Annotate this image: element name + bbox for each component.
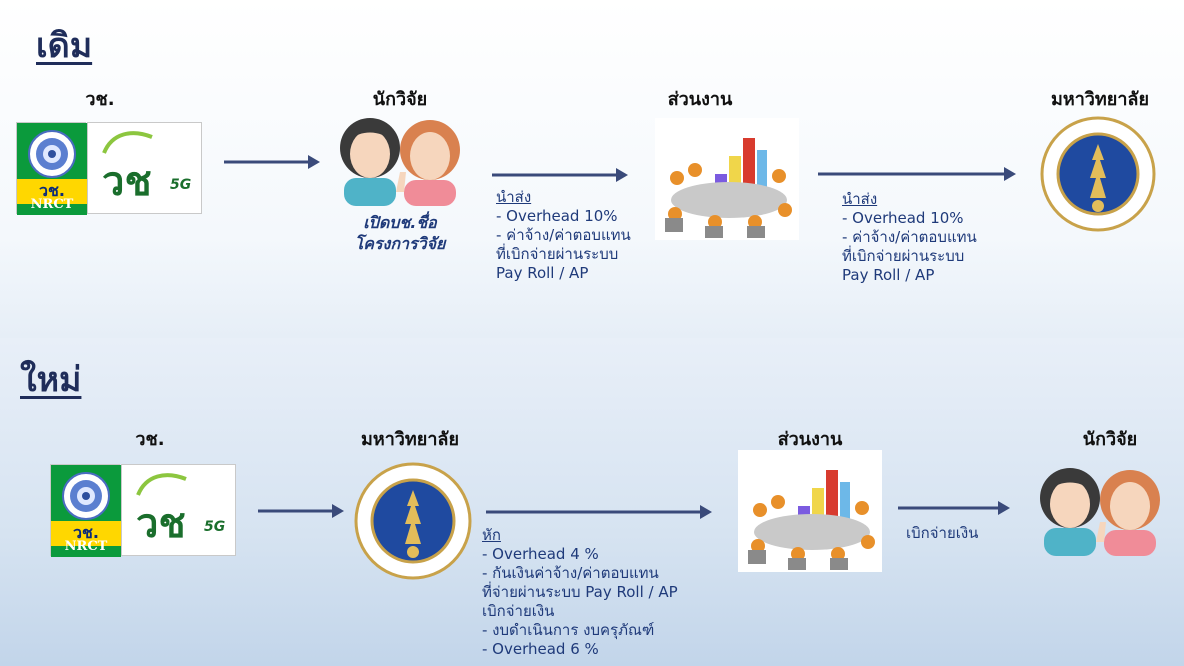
- old-flow2-line: - Overhead 10%: [842, 209, 964, 227]
- old-arrow-department-to-university: [818, 167, 1016, 181]
- new-section-title: ใหม่: [20, 360, 82, 400]
- wor-chor-text: วช: [136, 500, 186, 547]
- new-deduct-line: - กันเงินค่าจ้าง/ค่าตอบแทน: [482, 564, 659, 582]
- new-deduct-line: - Overhead 4 %: [482, 545, 599, 563]
- five-g-text: 5G: [204, 519, 226, 535]
- old-researchers-icon: [340, 118, 460, 206]
- five-g-text: 5G: [170, 177, 192, 193]
- old-university-label: มหาวิทยาลัย: [1050, 89, 1150, 110]
- new-researcher-label: นักวิจัย: [1082, 429, 1138, 450]
- old-flow2-head: นำส่ง: [842, 190, 878, 208]
- old-arrow-nrct-to-researcher: [224, 155, 320, 169]
- old-flow1-line: ที่เบิกจ่ายผ่านระบบ: [496, 245, 619, 263]
- new-deduct-note: หัก - Overhead 4 % - กันเงินค่าจ้าง/ค่าต…: [482, 526, 678, 659]
- new-arrow-department-to-researcher: [898, 501, 1010, 515]
- new-arrow-university-to-department: [486, 505, 712, 519]
- nrct-emblem-icon: [62, 472, 110, 520]
- old-flow2-note: นำส่ง - Overhead 10% - ค่าจ้าง/ค่าตอบแทน…: [842, 190, 977, 285]
- new-deduct-head: หัก: [482, 526, 501, 544]
- new-deduct-line: ที่จ่ายผ่านระบบ Pay Roll / AP: [482, 583, 678, 601]
- old-researcher-caption-2: โครงการวิจัย: [354, 234, 446, 253]
- old-flow1-note: นำส่ง - Overhead 10% - ค่าจ้าง/ค่าตอบแทน…: [496, 188, 631, 283]
- old-researcher-label: นักวิจัย: [372, 89, 428, 110]
- new-disburse-label: เบิกจ่ายเงิน: [906, 524, 979, 542]
- new-university-seal-icon: [354, 462, 472, 580]
- old-flow2-line: ที่เบิกจ่ายผ่านระบบ: [842, 247, 965, 265]
- old-researcher-caption-1: เปิดบช.ชื่อ: [363, 213, 437, 232]
- nrct-emblem-icon: [28, 130, 76, 178]
- old-section-title: เดิม: [36, 26, 93, 66]
- old-arrow-researcher-to-department: [492, 168, 628, 182]
- old-flow2-line: Pay Roll / AP: [842, 266, 935, 284]
- old-department-label: ส่วนงาน: [667, 89, 733, 110]
- new-department-meeting-icon: [738, 450, 882, 572]
- new-nrct-label: วช.: [135, 429, 165, 450]
- new-university-label: มหาวิทยาลัย: [360, 429, 460, 450]
- new-deduct-line: - Overhead 6 %: [482, 640, 599, 658]
- old-nrct-badge-logo: วช. NRCT: [16, 122, 87, 215]
- new-arrow-nrct-to-university: [258, 504, 344, 518]
- leaf-swoosh-icon: [102, 131, 153, 154]
- old-flow1-line: - Overhead 10%: [496, 207, 618, 225]
- new-deduct-line: - งบดำเนินการ งบครุภัณฑ์: [482, 621, 655, 639]
- old-department-meeting-icon: [655, 118, 799, 240]
- leaf-swoosh-icon: [136, 473, 187, 496]
- new-researchers-icon: [1040, 468, 1160, 556]
- old-flow1-head: นำส่ง: [496, 188, 532, 206]
- old-flow1-line: Pay Roll / AP: [496, 264, 589, 282]
- old-university-seal-icon: [1040, 116, 1156, 232]
- old-wor-chor-5g-logo: วช 5G: [87, 122, 202, 214]
- nrct-badge-text: วช.: [51, 521, 121, 546]
- nrct-badge-text: วช.: [17, 179, 87, 204]
- new-department-label: ส่วนงาน: [777, 429, 843, 450]
- nrct-sub-text: NRCT: [64, 539, 108, 554]
- new-deduct-line: เบิกจ่ายเงิน: [482, 602, 555, 620]
- old-flow1-line: - ค่าจ้าง/ค่าตอบแทน: [496, 226, 631, 244]
- new-wor-chor-5g-logo: วช 5G: [121, 464, 236, 556]
- old-flow2-line: - ค่าจ้าง/ค่าตอบแทน: [842, 228, 977, 246]
- new-nrct-badge-logo: วช. NRCT: [50, 464, 121, 557]
- wor-chor-text: วช: [102, 158, 152, 205]
- nrct-sub-text: NRCT: [30, 197, 74, 212]
- old-nrct-label: วช.: [85, 89, 115, 110]
